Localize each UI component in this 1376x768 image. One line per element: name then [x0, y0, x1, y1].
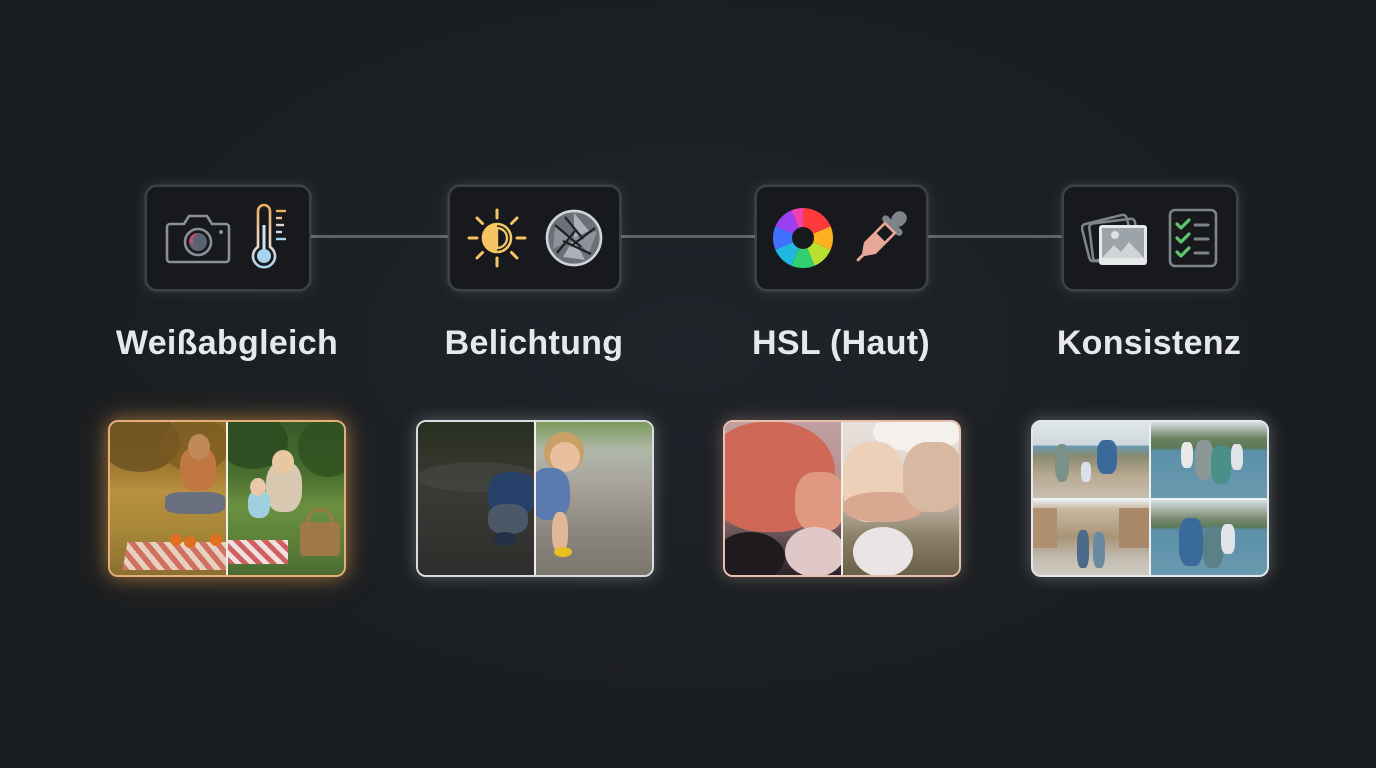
- step-icon-box-hsl: [755, 185, 928, 291]
- sun-contrast-icon: [466, 207, 528, 269]
- connector-line: [928, 235, 1062, 238]
- preview-exposure: [416, 420, 654, 577]
- grid-photo-3: [1033, 499, 1149, 575]
- after-image: [228, 422, 344, 575]
- before-image: [418, 422, 534, 575]
- preview-white-balance: [108, 420, 346, 577]
- step-icon-box-consistency: [1062, 185, 1238, 291]
- thermometer-icon: [248, 203, 292, 273]
- after-image: [536, 422, 652, 575]
- color-wheel-icon: [772, 207, 834, 269]
- preview-consistency: [1031, 420, 1269, 577]
- preview-hsl: [723, 420, 961, 577]
- step-icon-box-exposure: [448, 185, 621, 291]
- grid-photo-2: [1151, 422, 1267, 498]
- photo-stack-icon: [1080, 207, 1151, 269]
- step-label-white-balance: Weißabgleich: [115, 324, 339, 362]
- after-image: [843, 422, 959, 575]
- before-image: [110, 422, 226, 575]
- before-image: [725, 422, 841, 575]
- split-divider: [226, 422, 228, 575]
- split-divider: [534, 422, 536, 575]
- step-label-consistency: Konsistenz: [1056, 324, 1242, 362]
- checklist-icon: [1167, 207, 1219, 269]
- step-label-exposure: Belichtung: [444, 324, 624, 362]
- eyedropper-icon: [849, 205, 911, 271]
- aperture-icon: [545, 209, 603, 267]
- camera-icon: [164, 210, 232, 266]
- step-label-hsl: HSL (Haut): [751, 324, 931, 362]
- connector-line: [620, 235, 756, 238]
- grid-photo-1: [1033, 422, 1149, 498]
- grid-photo-4: [1151, 499, 1267, 575]
- split-divider: [841, 422, 843, 575]
- step-icon-box-white-balance: [145, 185, 311, 291]
- connector-line: [310, 235, 448, 238]
